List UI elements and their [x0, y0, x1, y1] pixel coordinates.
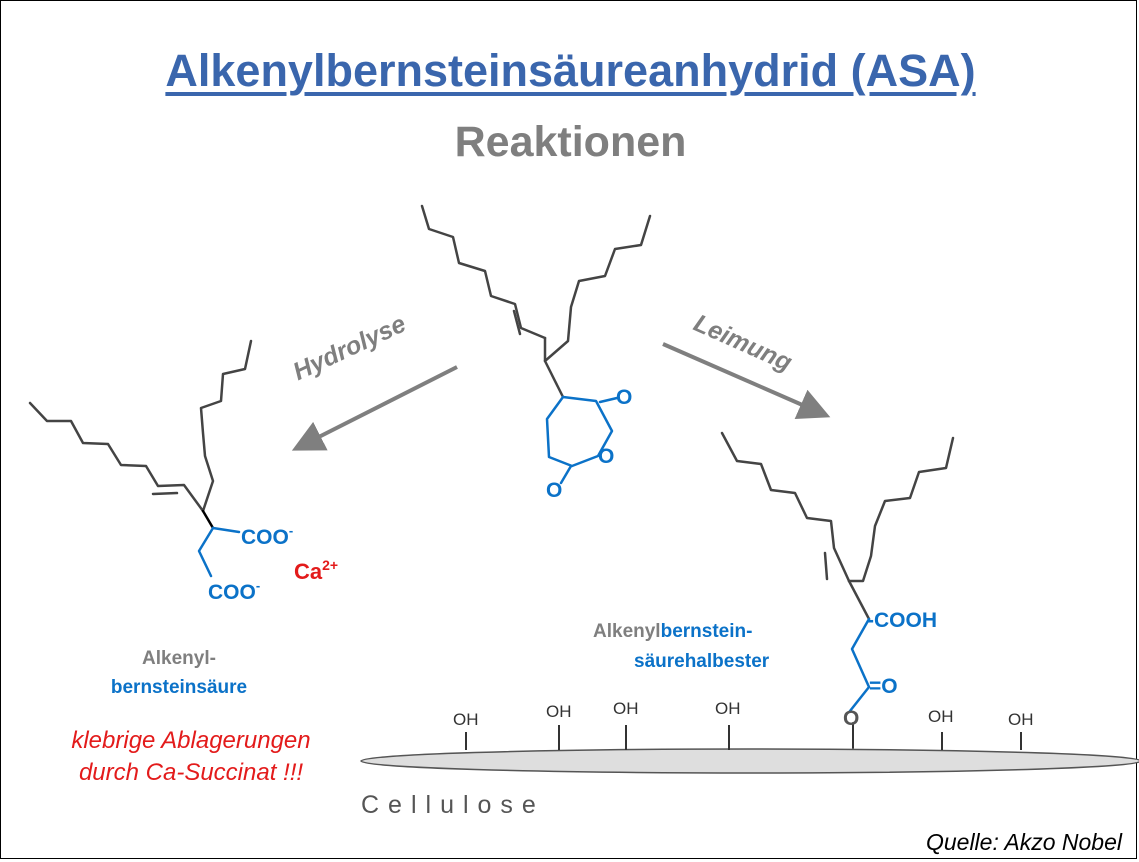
hydro-bond-coo1	[211, 526, 241, 534]
asa-left-chain	[420, 204, 547, 340]
sizing-arrow	[662, 342, 831, 420]
asa-stem	[543, 359, 565, 399]
hydro-right-chain	[199, 339, 253, 513]
sizing-product-name-line1: Alkenylbernstein-	[593, 621, 752, 643]
cellulose-label: Cellulose	[361, 791, 545, 819]
deposit-warning-line1: klebrige Ablagerungen	[71, 727, 311, 754]
hydro-bond-coo2	[197, 526, 215, 578]
hydrolysis-product-name-line1: Alkenyl-	[142, 648, 216, 669]
asa-carbonyl-bottom	[559, 464, 573, 485]
hydro-stem	[201, 509, 215, 530]
ester-oxygen: O	[843, 707, 860, 730]
hydroxyl-label-6: OH	[1008, 710, 1034, 729]
hydroxyl-label-2: OH	[546, 702, 572, 721]
calcium-ion-charge: 2+	[322, 557, 339, 573]
asa-carbonyl-top	[598, 396, 619, 404]
anhydride-oxygen-carbonyl-bottom: O	[546, 479, 563, 502]
carboxylate-2-charge: -	[255, 578, 261, 593]
anhydride-oxygen-carbonyl-top: O	[616, 386, 633, 409]
hydroxyl-label-1: OH	[453, 710, 479, 729]
hydrolysis-arrow	[291, 365, 458, 451]
page-subtitle: Reaktionen	[454, 118, 687, 166]
size-double-bond	[823, 551, 829, 581]
asa-right-chain	[543, 214, 652, 363]
ester-carbonyl: =O	[869, 675, 898, 698]
sizing-name-blue-part: bernstein-	[660, 621, 753, 642]
size-right-chain	[847, 436, 955, 583]
hydrolysis-molecule	[28, 339, 253, 578]
page-title: Alkenylbernsteinsäureanhydrid (ASA)	[165, 45, 976, 96]
hydro-double-bond	[151, 491, 179, 496]
size-stem	[847, 579, 871, 621]
size-left-chain	[720, 431, 851, 583]
hydroxyl-label-3: OH	[613, 699, 639, 718]
hydro-left-chain	[28, 401, 205, 513]
source-citation: Quelle: Akzo Nobel	[925, 829, 1122, 855]
hydrolysis-product-name-line2: bernsteinsäure	[110, 677, 248, 698]
deposit-warning: klebrige Ablagerungen durch Ca-Succinat …	[41, 725, 341, 789]
calcium-ion: Ca2+	[294, 557, 338, 585]
deposit-warning-line2: durch Ca-Succinat !!!	[78, 759, 304, 786]
sizing-product-name-line2: säurehalbester	[634, 651, 770, 672]
cellulose-fiber	[360, 748, 1139, 774]
carboxylate-1-text: COO	[241, 526, 289, 549]
carboxylate-1-charge: -	[288, 523, 294, 538]
carboxylate-group-2: COO-	[208, 578, 260, 605]
hydroxyl-label-5: OH	[928, 707, 954, 726]
hydroxyl-stems	[465, 725, 1022, 750]
carboxylate-2-text: COO	[208, 581, 256, 604]
asa-molecule	[420, 204, 652, 485]
sizing-name-grey-part: Alkenyl	[593, 621, 661, 642]
carboxylate-group-1: COO-	[241, 523, 293, 550]
sizing-molecule	[720, 431, 955, 749]
acid-group: -COOH	[867, 609, 937, 632]
calcium-ion-text: Ca	[294, 559, 323, 584]
anhydride-oxygen-ring: O	[598, 445, 615, 468]
size-ester-chain	[848, 617, 871, 713]
hydroxyl-label-4: OH	[715, 699, 741, 718]
asa-double-bond	[512, 309, 522, 336]
asa-ring	[545, 395, 614, 468]
